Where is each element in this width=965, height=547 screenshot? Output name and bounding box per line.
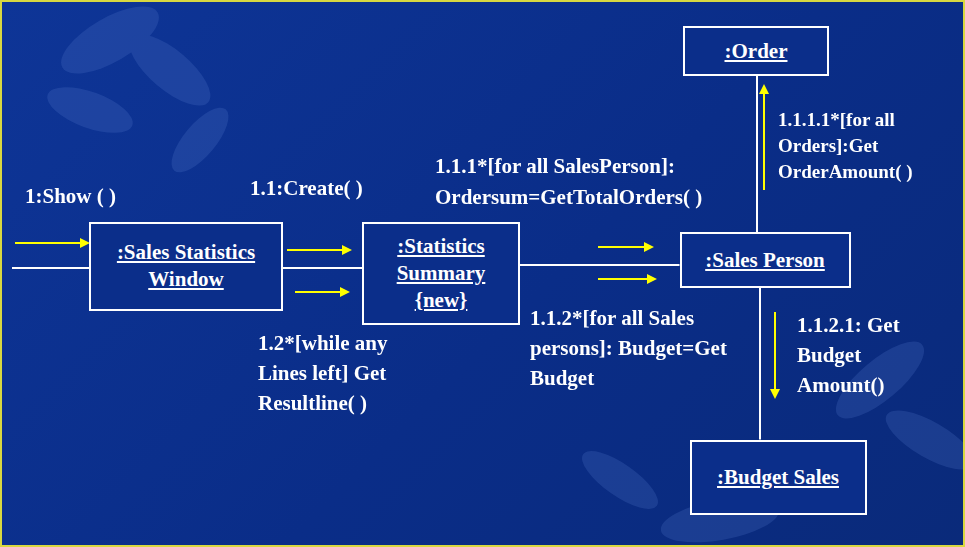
message-label: 1.1.2.1: Get Budget Amount() <box>797 310 919 400</box>
arrowhead <box>759 84 769 94</box>
message-label: 1.2*[while any Lines left] Get Resultlin… <box>258 328 436 418</box>
object-name: :Order <box>725 38 788 65</box>
arrowhead <box>340 287 350 297</box>
message-label: 1:Show ( ) <box>25 181 165 211</box>
message-arrow <box>15 242 82 244</box>
petal <box>574 441 666 519</box>
message-label: 1.1.2*[for all Sales persons]: Budget=Ge… <box>530 303 750 393</box>
object-box: :Order <box>683 26 829 76</box>
object-name: :Sales Person <box>705 247 825 274</box>
association-link <box>283 267 362 269</box>
petal <box>878 399 965 480</box>
object-name: {new} <box>415 287 468 314</box>
message-arrow <box>295 291 342 293</box>
message-arrow <box>598 246 646 248</box>
message-arrow <box>598 278 649 280</box>
association-link <box>520 264 680 266</box>
object-name: :Statistics Summary <box>381 233 501 287</box>
association-link <box>756 76 758 232</box>
petal <box>42 78 139 143</box>
arrowhead <box>770 389 780 399</box>
object-box: :Sales Person <box>680 232 851 288</box>
message-label: 1.1.1.1*[for all Orders]:Get OrderAmount… <box>778 107 942 185</box>
message-arrows <box>15 84 780 399</box>
arrowhead <box>342 245 352 255</box>
object-box: :Sales Statistics Window <box>89 222 283 311</box>
object-box: :Statistics Summary{new} <box>362 222 520 325</box>
association-link <box>759 288 761 440</box>
lily-decoration <box>42 0 965 547</box>
message-arrow <box>763 92 765 190</box>
message-label: 1.1.1*[for all SalesPerson]: Ordersum=Ge… <box>435 151 765 213</box>
object-name: :Budget Sales <box>717 464 839 491</box>
petal <box>162 99 238 181</box>
object-box: :Budget Sales <box>690 440 867 515</box>
message-arrow <box>774 312 776 391</box>
incoming-link <box>12 267 92 269</box>
object-name: :Sales Statistics Window <box>100 239 272 293</box>
arrowhead <box>647 274 657 284</box>
message-arrow <box>287 249 344 251</box>
arrowhead <box>644 242 654 252</box>
petal <box>119 23 221 118</box>
message-label: 1.1:Create( ) <box>250 173 410 203</box>
